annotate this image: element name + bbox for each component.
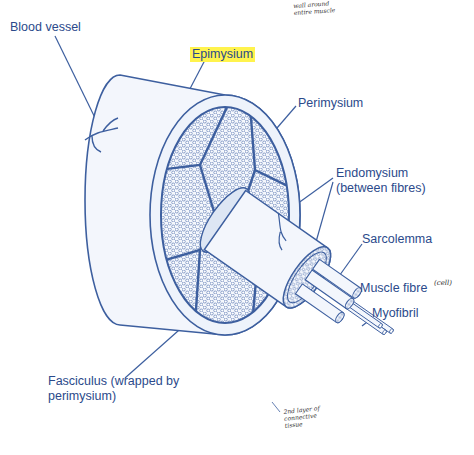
handwritten-note: (cell) [434, 279, 470, 287]
fibre-end [334, 311, 346, 324]
part-label: Perimysium [298, 96, 398, 111]
myofibril-end [389, 328, 394, 334]
fascicle-wall [158, 105, 228, 170]
leader-line [55, 36, 100, 128]
handwritten-note: 2nd layer of connective tissue [283, 403, 331, 429]
myofibril-end [382, 329, 387, 335]
part-label: Sarcolemma [362, 232, 462, 247]
part-label: Fasciculus (wrapped by perimysium) [48, 374, 198, 404]
muscle-body [85, 75, 300, 335]
blood-vessel [85, 118, 118, 152]
handwritten-note: wall around entire muscle [293, 0, 338, 16]
fascicle-wall [195, 250, 200, 325]
fascicle-wall [250, 105, 292, 188]
fascicle-wall [200, 165, 215, 215]
part-label: Blood vessel [10, 20, 130, 35]
leader-lines [55, 36, 371, 412]
fibre-end [344, 297, 356, 310]
fasciculus-group [192, 181, 412, 367]
part-label: Myofibril [372, 306, 462, 321]
blood-vessel [262, 213, 298, 250]
myofibril-end [378, 323, 383, 329]
muscle-fibre [305, 270, 355, 310]
part-label: Epimysium [190, 47, 255, 62]
note-tick [272, 402, 280, 412]
part-label: Endomysium (between fibres) [336, 166, 444, 196]
